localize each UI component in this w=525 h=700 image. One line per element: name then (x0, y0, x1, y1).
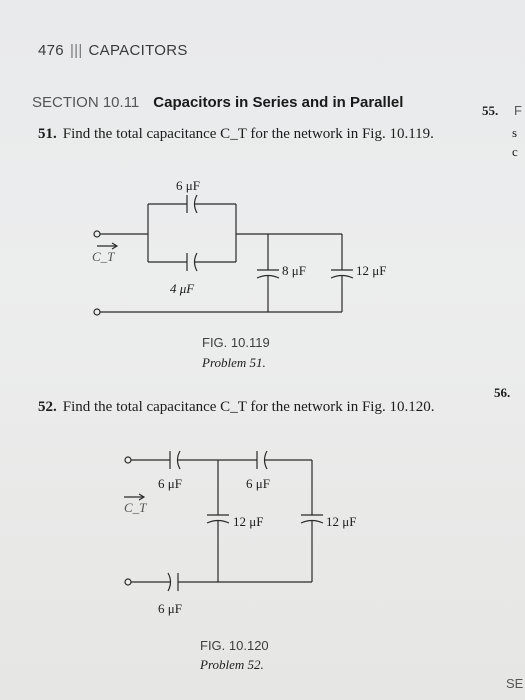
margin-fragment-s: s (512, 125, 518, 140)
fig-10-120-caption: FIG. 10.120 (200, 638, 269, 653)
margin-problem-55: 55. (482, 103, 499, 118)
header-separator: ||| (69, 42, 83, 59)
margin-fragment-sec: SE (506, 676, 524, 691)
problem-51-number: 51. (38, 126, 57, 142)
chapter-title: CAPACITORS (88, 42, 188, 59)
problem-52-statement: 52. Find the total capacitance C_T for th… (38, 399, 434, 416)
cap-label-12uf: 12 μF (356, 263, 387, 278)
fig-10-119-caption: FIG. 10.119 (202, 335, 270, 350)
cap-6uf-plate-b (193, 194, 198, 214)
cap-label-8uf: 8 μF (282, 263, 306, 278)
margin-fragment-c: c (512, 144, 518, 159)
problem-51-text: Find the total capacitance C_T for the n… (62, 126, 434, 142)
margin-problem-56: 56. (494, 385, 511, 400)
cap-label-12uf-b: 12 μF (326, 514, 357, 529)
problem-52-text: Find the total capacitance C_T for the n… (62, 399, 435, 415)
cap-label-6uf: 6 μF (176, 178, 200, 193)
section-number: SECTION 10.11 (32, 94, 140, 111)
page-number: 476 (38, 42, 64, 59)
ct-label-52: C_T (124, 500, 147, 515)
fig-10-120-subcaption: Problem 52. (200, 657, 264, 672)
cap-label-6uf-c: 6 μF (158, 601, 182, 616)
running-header: 476 ||| CAPACITORS (38, 42, 188, 59)
margin-fragment-f: F (514, 103, 522, 118)
cap-label-6uf-a: 6 μF (158, 476, 182, 491)
section-heading: SECTION 10.11 Capacitors in Series and in… (32, 94, 403, 111)
problem-51-statement: 51. Find the total capacitance C_T for th… (38, 126, 434, 143)
fig-10-119-subcaption: Problem 51. (202, 355, 266, 370)
cap-label-6uf-b: 6 μF (246, 476, 270, 491)
section-title: Capacitors in Series and in Parallel (153, 94, 404, 111)
problem-52-number: 52. (38, 399, 57, 415)
cap-label-12uf-a: 12 μF (233, 514, 264, 529)
ct-label-51: C_T (92, 249, 115, 264)
cap-label-4uf: 4 μF (170, 281, 195, 296)
